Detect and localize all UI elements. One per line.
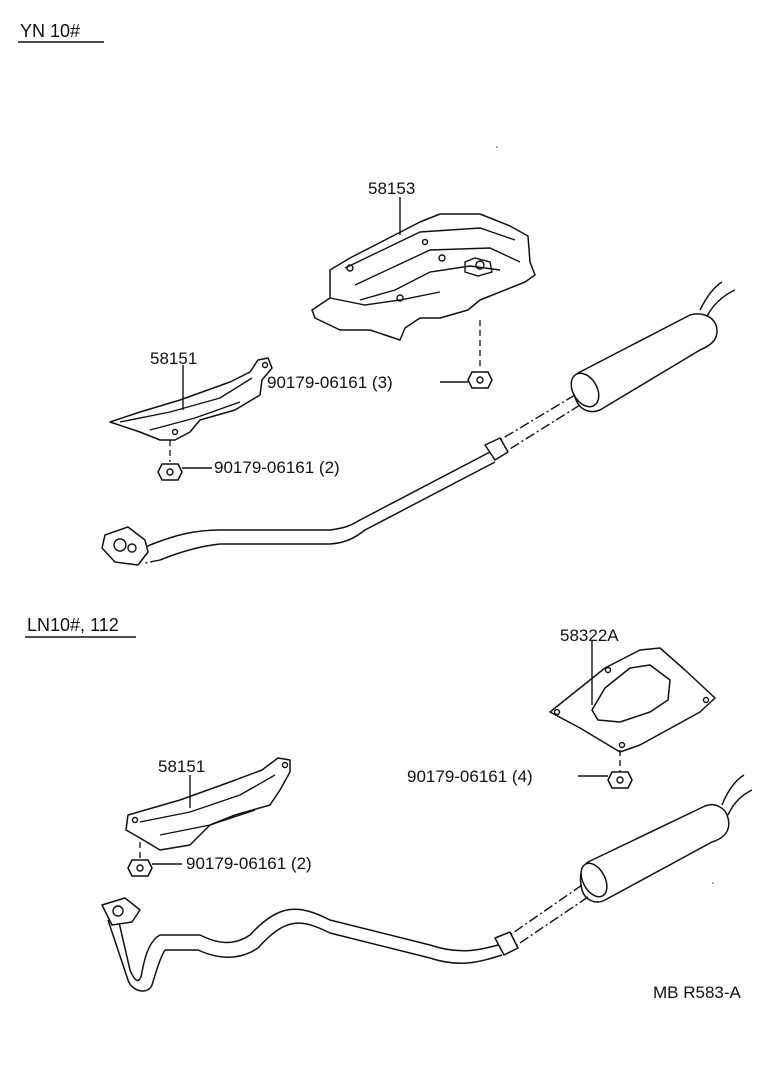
- section-ln10: LN10#, 112 58322A 90179-06161 (4): [25, 615, 753, 992]
- label-nut-a: 90179-06161 (3): [267, 373, 393, 392]
- nut-icon: [467, 371, 493, 389]
- label-58153: 58153: [368, 179, 415, 198]
- section-header-yn10: YN 10#: [20, 21, 80, 41]
- label-nut-c: 90179-06161 (4): [407, 767, 533, 786]
- exhaust-pipe-ln10: [101, 774, 753, 992]
- speck: [712, 882, 714, 884]
- label-58322a: 58322A: [560, 626, 619, 645]
- nut-icon: [157, 463, 183, 481]
- section-yn10: YN 10# 58153 90179-06161 (3): [18, 21, 736, 566]
- label-nut-b: 90179-06161 (2): [214, 458, 340, 477]
- label-58151-b: 58151: [158, 757, 205, 776]
- exhaust-pipe-yn10: [101, 281, 736, 566]
- label-58151-a: 58151: [150, 349, 197, 368]
- speck: [496, 146, 498, 148]
- label-nut-d: 90179-06161 (2): [186, 854, 312, 873]
- floor-cover-58153: [311, 213, 536, 341]
- heat-insulator-58151: [125, 757, 291, 851]
- floor-cover-58322a: [549, 647, 716, 753]
- section-header-ln10: LN10#, 112: [27, 615, 119, 635]
- nut-icon: [607, 771, 633, 789]
- nut-icon: [127, 859, 153, 877]
- figure-code: MB R583-A: [653, 983, 742, 1002]
- heat-insulator-58151: [109, 357, 273, 441]
